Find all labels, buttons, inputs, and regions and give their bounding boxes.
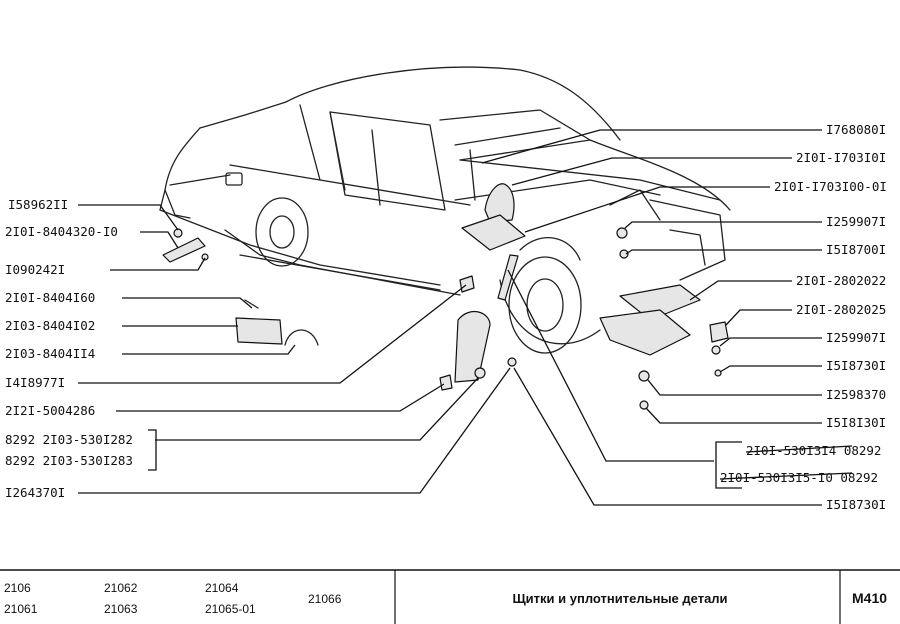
part-label: I259907I — [826, 214, 886, 229]
part-label: I768080I — [826, 122, 886, 137]
model-label: 21061 — [4, 602, 38, 616]
model-label: 21063 — [104, 602, 138, 616]
model-label: 21064 — [205, 581, 239, 595]
bolt-part — [507, 357, 517, 367]
washer-part — [173, 228, 183, 238]
part-label: I5I8730I — [826, 497, 886, 512]
part-label: 8292 2I03-530I282 — [5, 432, 133, 447]
part-label: 8292 2I03-530I283 — [5, 453, 133, 468]
nut-part — [474, 367, 486, 379]
part-label: 2I0I-8404I60 — [5, 290, 95, 305]
part-label: I264370I — [5, 485, 65, 500]
model-label: 21065-01 — [205, 602, 256, 616]
part-label: I5I8730I — [826, 358, 886, 373]
part-label: I259907I — [826, 330, 886, 345]
page-title: Щитки и уплотнительные детали — [512, 591, 727, 606]
footer: 2106 21061 21062 21063 21064 21065-01 21… — [0, 569, 900, 624]
parts — [162, 149, 729, 410]
boot-part — [484, 183, 515, 223]
part-label: 2I03-8404I02 — [5, 318, 95, 333]
page-code: М410 — [852, 590, 887, 606]
screw-part — [201, 253, 209, 261]
model-label: 21066 — [308, 592, 342, 606]
part-label: 2I0I-2802022 — [796, 273, 886, 288]
model-label: 21062 — [104, 581, 138, 595]
part-label: I5I8700I — [826, 242, 886, 257]
bracket-r-part — [619, 284, 701, 321]
block-r-part — [709, 321, 729, 343]
part-label: 2I03-8404II4 — [5, 346, 95, 361]
left-labels: I58962II 2I0I-8404320-I0 I090242I 2I0I-8… — [5, 197, 133, 500]
trunk-mat-part — [235, 317, 283, 345]
boot-flange-part — [461, 214, 526, 251]
part-label: I4I8977I — [5, 375, 65, 390]
car-outline — [159, 66, 731, 354]
leader-lines — [78, 129, 822, 506]
part-label: I58962II — [8, 197, 68, 212]
screw-r2-part — [714, 369, 722, 377]
mount-r-part — [599, 309, 691, 356]
model-label: 2106 — [4, 581, 31, 595]
part-label: I5I8I30I — [826, 415, 886, 430]
washer-r-part — [616, 227, 628, 239]
part-label: I090242I — [5, 262, 65, 277]
screw-r3-part — [639, 400, 649, 410]
washer-r2-part — [711, 345, 721, 355]
part-label: I2598370 — [826, 387, 886, 402]
mudflap-bracket-part — [162, 237, 206, 263]
part-label: 2I0I-I703I00-0I — [774, 179, 887, 194]
seal-strip-part — [497, 254, 519, 301]
part-label: 2I0I-8404320-I0 — [5, 224, 118, 239]
right-labels: I768080I 2I0I-I703I0I 2I0I-I703I00-0I I2… — [719, 122, 887, 512]
screw-r-part — [619, 249, 629, 259]
part-label: 2I2I-5004286 — [5, 403, 95, 418]
nut-r-part — [638, 370, 650, 382]
part-label: 2I0I-I703I0I — [796, 150, 886, 165]
clip-2-part — [439, 374, 453, 391]
arc-seal-part — [284, 329, 319, 346]
clip-part — [459, 275, 475, 293]
part-label: 2I0I-2802025 — [796, 302, 886, 317]
